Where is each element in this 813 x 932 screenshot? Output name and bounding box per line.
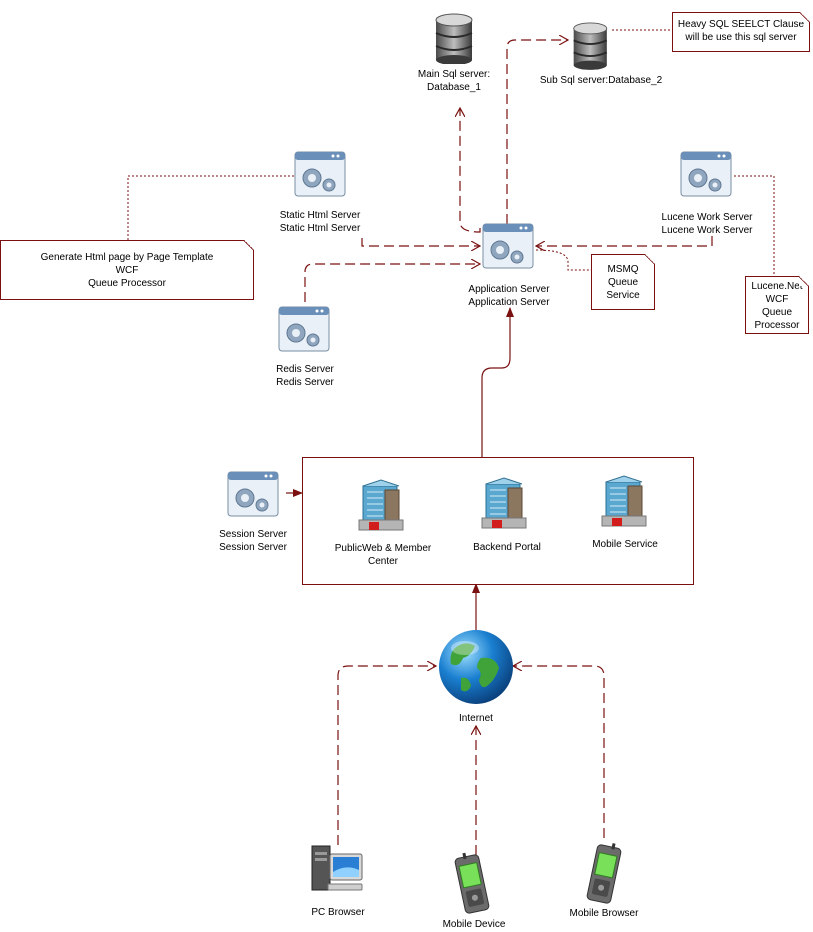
sub-sql-label: Sub Sql server:Database_2 <box>539 75 663 86</box>
sub-sql-node[interactable] <box>570 20 616 70</box>
app-server-label: Application Server Application Server <box>468 284 550 308</box>
pc-browser-node[interactable] <box>310 844 366 896</box>
conn-static-to-app <box>361 238 480 246</box>
static-html-label: Static Html Server Static Html Server <box>279 210 361 234</box>
server-window-icon <box>680 151 732 197</box>
conn-app-to-sub-sql <box>506 40 568 224</box>
generate-html-note-text: Generate Html page by Page Template WCF … <box>40 252 214 289</box>
note-link-generate-html <box>127 175 294 240</box>
note-link-lucene-net <box>734 175 775 276</box>
conn-mobilebrowser-to-internet <box>513 666 605 838</box>
lucene-label: Lucene Work Server Lucene Work Server <box>661 212 753 236</box>
server-window-icon <box>278 306 330 352</box>
static-html-node[interactable] <box>293 150 347 198</box>
building-icon <box>358 479 404 531</box>
server-window-icon <box>294 151 346 197</box>
conn-app-to-main-sql <box>460 108 481 233</box>
app-server-node[interactable] <box>481 220 535 272</box>
generate-html-note: Generate Html page by Page Template WCF … <box>0 240 254 300</box>
publicweb-node[interactable] <box>357 476 407 534</box>
internet-node[interactable] <box>437 628 515 706</box>
note-fold <box>799 276 809 286</box>
mobile-service-node[interactable] <box>600 472 650 530</box>
pda-icon <box>454 852 490 914</box>
main-sql-label: Main Sql server: Database_1 <box>417 69 491 93</box>
database-icon <box>573 22 608 70</box>
conn-web-to-app <box>481 307 514 458</box>
redis-node[interactable] <box>277 302 331 356</box>
session-node[interactable] <box>226 468 280 520</box>
lucene-node[interactable] <box>679 150 733 198</box>
heavy-sql-note: Heavy SQL SEELCT Clause will be use this… <box>672 12 810 52</box>
lucene-net-note: Lucene.Net WCF Queue Processor <box>745 276 809 334</box>
mobile-service-label: Mobile Service <box>592 539 658 550</box>
database-icon <box>435 13 473 65</box>
note-fold <box>244 240 254 250</box>
backend-node[interactable] <box>480 474 530 532</box>
lucene-net-note-text: Lucene.Net WCF Queue Processor <box>751 281 803 331</box>
building-icon <box>481 477 527 529</box>
redis-label: Redis Server Redis Server <box>276 364 334 388</box>
msmq-note: MSMQ Queue Service <box>591 254 655 310</box>
pc-browser-label: PC Browser <box>311 907 365 918</box>
mobile-device-node[interactable] <box>452 852 492 916</box>
globe-icon <box>439 630 513 704</box>
heavy-sql-note-text: Heavy SQL SEELCT Clause will be use this… <box>677 19 805 43</box>
publicweb-label: PublicWeb & Member Center <box>334 543 432 567</box>
mobile-browser-node[interactable] <box>584 842 624 906</box>
pda-icon <box>586 843 622 904</box>
mobile-device-label: Mobile Device <box>442 919 506 930</box>
backend-label: Backend Portal <box>473 542 541 553</box>
server-window-icon <box>227 471 279 517</box>
conn-pc-to-internet <box>337 666 436 845</box>
conn-lucene-to-app <box>536 236 713 246</box>
msmq-note-text: MSMQ Queue Service <box>606 264 640 301</box>
note-fold <box>800 12 810 22</box>
conn-redis-to-app <box>304 264 480 302</box>
session-label: Session Server Session Server <box>219 529 287 553</box>
mobile-browser-label: Mobile Browser <box>569 908 639 919</box>
building-icon <box>601 475 647 527</box>
note-link-msmq <box>535 249 592 271</box>
server-window-icon <box>482 223 534 269</box>
main-sql-node[interactable] <box>432 12 482 65</box>
desktop-pc-icon <box>311 845 363 891</box>
note-fold <box>645 254 655 264</box>
internet-label: Internet <box>459 713 493 724</box>
